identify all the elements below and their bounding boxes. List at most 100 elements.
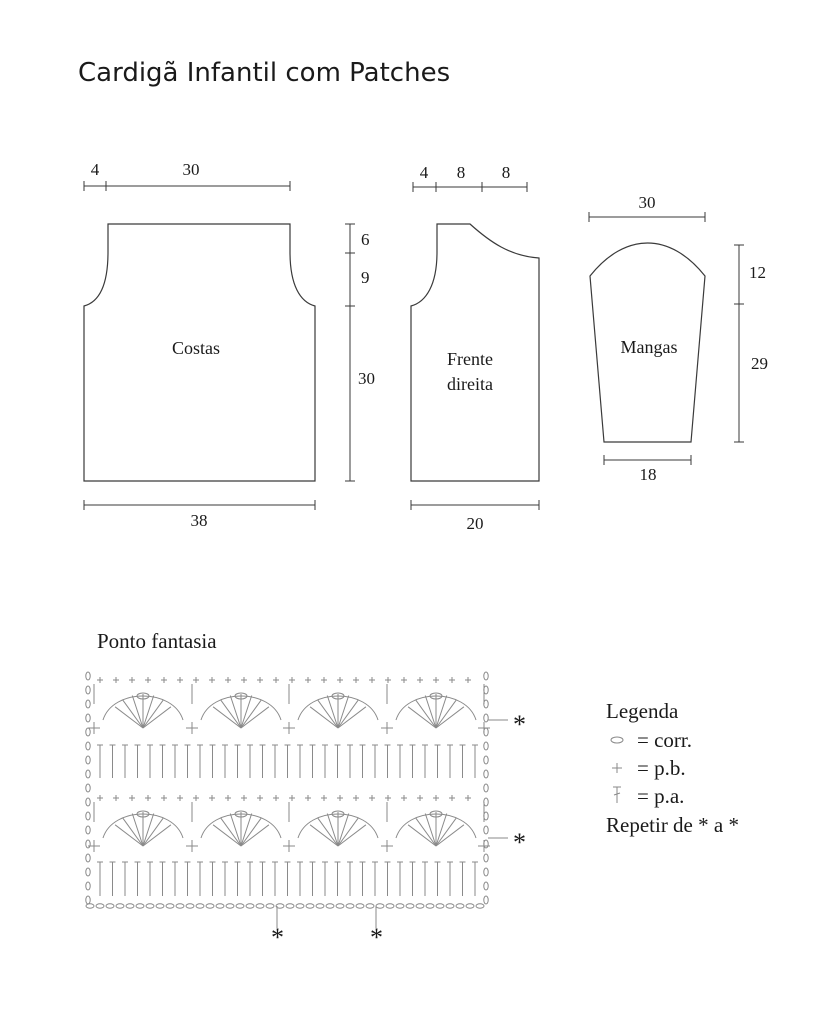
chain-stitch — [475, 903, 485, 909]
legend-corr-symbol — [610, 736, 624, 744]
chain-stitch — [285, 903, 295, 909]
chain-stitch — [445, 903, 455, 909]
fan-stitch — [142, 695, 155, 729]
side-chain — [85, 713, 91, 723]
fan-stitch — [122, 817, 144, 847]
side-chain — [85, 881, 91, 891]
costas-side-dimension — [345, 223, 355, 482]
legend-pb-symbol — [612, 763, 622, 773]
chain-stitch — [195, 903, 205, 909]
side-chain — [85, 699, 91, 709]
chain-stitch — [435, 903, 445, 909]
chain-stitch — [265, 903, 275, 909]
chain-stitch — [325, 903, 335, 909]
chain-stitch — [315, 903, 325, 909]
side-chain — [85, 867, 91, 877]
fan-stitch — [337, 695, 350, 729]
chain-stitch — [205, 903, 215, 909]
mangas-piece — [589, 242, 706, 443]
fan-top-chain — [429, 810, 443, 818]
chain-stitch — [215, 903, 225, 909]
frente-bottom-dimension — [410, 500, 540, 510]
fan-stitch — [240, 824, 270, 847]
chain-stitch — [365, 903, 375, 909]
mangas-label: Mangas — [621, 337, 678, 357]
side-chain — [85, 811, 91, 821]
fan-stitch — [240, 817, 262, 847]
fan-stitch — [337, 706, 367, 729]
chain-stitch — [385, 903, 395, 909]
chain-stitch — [125, 903, 135, 909]
fan-stitch — [337, 699, 359, 729]
fan-stitch — [317, 699, 339, 729]
frente-dim-bottom: 20 — [467, 514, 484, 533]
side-chain — [483, 769, 489, 779]
fan-stitch — [435, 817, 457, 847]
chain-stitch — [425, 903, 435, 909]
fan-stitch — [229, 695, 242, 729]
fan-stitch — [407, 706, 437, 729]
chain-stitch — [95, 903, 105, 909]
mangas-top-dimension — [588, 212, 706, 222]
fan-stitch — [220, 817, 242, 847]
fan-stitch — [407, 824, 437, 847]
fan-stitch — [240, 699, 262, 729]
side-chain — [483, 783, 489, 793]
fan-stitch — [142, 706, 172, 729]
side-chain — [85, 839, 91, 849]
fan-stitch — [309, 706, 339, 729]
chain-stitch — [235, 903, 245, 909]
chain-stitch — [255, 903, 265, 909]
fan-stitch — [326, 695, 339, 729]
chain-stitch — [345, 903, 355, 909]
chain-stitch — [405, 903, 415, 909]
side-chain — [85, 783, 91, 793]
fan-stitch — [415, 699, 437, 729]
stitch-title: Ponto fantasia — [97, 629, 217, 653]
chain-stitch — [175, 903, 185, 909]
costas-dim-side-top: 6 — [361, 230, 370, 249]
legend-corr: = corr. — [637, 728, 692, 752]
page-title: Cardigã Infantil com Patches — [78, 58, 451, 88]
fan-stitch — [114, 706, 144, 729]
costas-bottom-dimension — [83, 500, 316, 510]
costas-top-dimension — [83, 181, 291, 191]
fan-stitch — [337, 813, 350, 847]
fan-stitch — [435, 813, 448, 847]
costas-piece — [83, 223, 316, 482]
chain-stitch — [305, 903, 315, 909]
side-chain — [85, 769, 91, 779]
side-chain — [483, 825, 489, 835]
fan-stitch — [309, 824, 339, 847]
fan-stitch — [435, 699, 457, 729]
repeat-marker-3: * — [271, 923, 284, 952]
legend-pa: = p.a. — [637, 784, 684, 808]
fan-stitch — [337, 824, 367, 847]
repeat-marker-4: * — [370, 923, 383, 952]
fan-stitch — [337, 817, 359, 847]
side-chain — [483, 671, 489, 681]
fan-top-chain — [429, 692, 443, 700]
side-chain — [85, 755, 91, 765]
side-chain — [85, 797, 91, 807]
fan-stitch — [131, 813, 144, 847]
fan-top-chain — [234, 692, 248, 700]
fan-stitch — [240, 813, 253, 847]
chain-stitch — [335, 903, 345, 909]
side-chain — [483, 853, 489, 863]
frente-top-dimension — [412, 182, 528, 192]
repeat-marker-1: * — [513, 710, 526, 739]
costas-dim-side-bottom: 30 — [358, 369, 375, 388]
chain-stitch — [185, 903, 195, 909]
fan-stitch — [122, 699, 144, 729]
fan-stitch — [435, 695, 448, 729]
fan-stitch — [435, 706, 465, 729]
fan-stitch — [435, 824, 465, 847]
fan-stitch — [142, 817, 164, 847]
fan-stitch — [424, 695, 437, 729]
chain-stitch — [395, 903, 405, 909]
legend-repeat: Repetir de * a * — [606, 813, 739, 837]
side-chain — [85, 741, 91, 751]
